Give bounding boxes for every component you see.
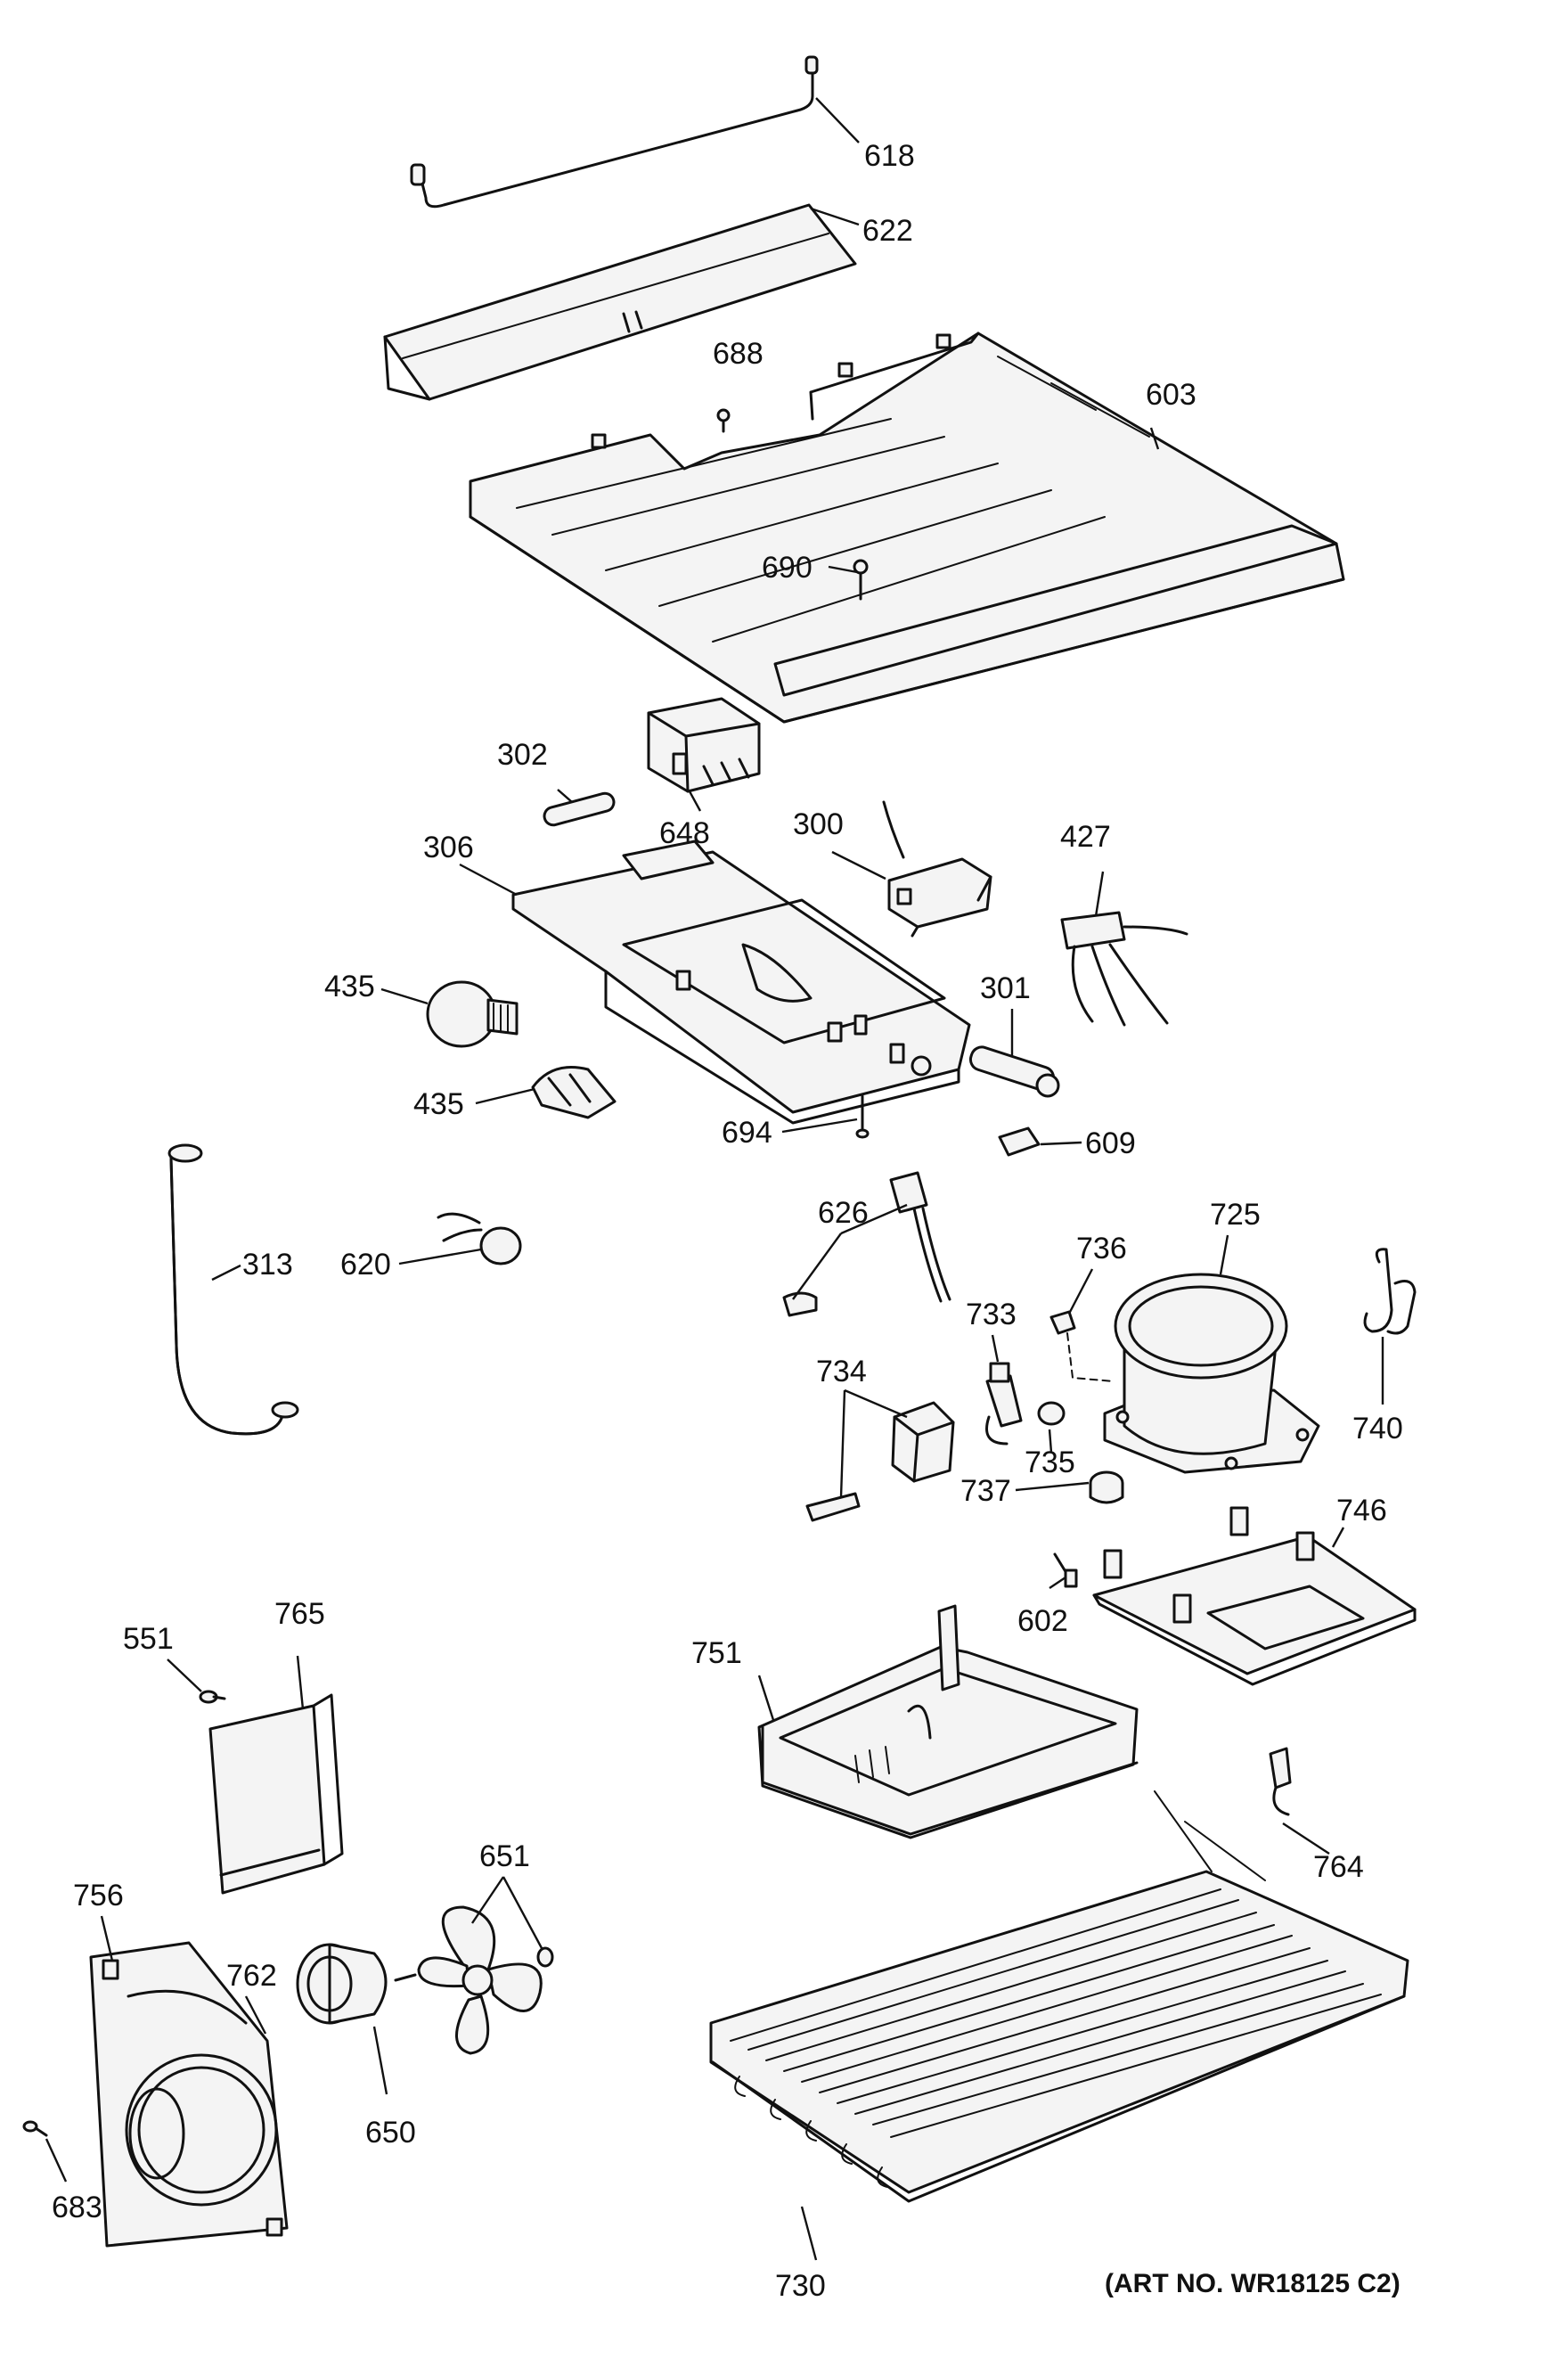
callout-648: 648 bbox=[659, 816, 710, 850]
callout-618: 618 bbox=[864, 139, 915, 173]
callout-306: 306 bbox=[423, 831, 474, 864]
callout-651: 651 bbox=[479, 1839, 530, 1873]
part-765-cover bbox=[208, 1693, 344, 1895]
callout-725: 725 bbox=[1210, 1198, 1261, 1232]
callout-626: 626 bbox=[818, 1196, 869, 1230]
part-306-housing bbox=[511, 840, 971, 1125]
part-300-thermostat bbox=[882, 800, 992, 938]
part-302-heater bbox=[543, 791, 616, 827]
callout-730: 730 bbox=[775, 2269, 826, 2303]
callout-740: 740 bbox=[1352, 1412, 1403, 1446]
callout-764: 764 bbox=[1313, 1850, 1364, 1884]
part-620-capacitor bbox=[437, 1212, 522, 1265]
part-622-channel bbox=[383, 203, 857, 401]
part-648-defrost-timer bbox=[647, 697, 761, 793]
callout-734: 734 bbox=[816, 1355, 867, 1388]
callout-735: 735 bbox=[1025, 1446, 1075, 1479]
part-740-hooks bbox=[1363, 1248, 1417, 1335]
callout-688: 688 bbox=[713, 337, 764, 371]
callout-602: 602 bbox=[1017, 1604, 1068, 1638]
callout-650: 650 bbox=[365, 2116, 416, 2150]
callout-609: 609 bbox=[1085, 1126, 1136, 1160]
part-626-power-cord bbox=[782, 1171, 951, 1317]
callout-300: 300 bbox=[793, 807, 844, 841]
callout-762: 762 bbox=[226, 1959, 277, 1993]
callout-620: 620 bbox=[340, 1248, 391, 1282]
callout-551: 551 bbox=[123, 1622, 174, 1656]
part-602-bolt bbox=[1053, 1552, 1078, 1588]
art-number: (ART NO. WR18125 C2) bbox=[1105, 2269, 1401, 2298]
callout-733: 733 bbox=[966, 1298, 1017, 1331]
part-734-relay-cover bbox=[805, 1401, 955, 1522]
part-737-grommet bbox=[1089, 1470, 1124, 1504]
part-751-drain-pan bbox=[757, 1604, 1139, 1839]
leader-lines bbox=[45, 97, 1384, 2261]
part-756-fan-shroud bbox=[89, 1941, 289, 2248]
part-694-screw bbox=[855, 1094, 870, 1139]
callout-737: 737 bbox=[960, 1474, 1011, 1508]
part-603-shelf bbox=[469, 332, 1345, 724]
part-764-clip bbox=[1269, 1747, 1292, 1816]
callout-622: 622 bbox=[862, 214, 913, 248]
callout-765: 765 bbox=[274, 1597, 325, 1631]
callout-746: 746 bbox=[1336, 1494, 1387, 1527]
callout-302: 302 bbox=[497, 738, 548, 772]
part-733-relay bbox=[985, 1362, 1023, 1446]
callout-301: 301 bbox=[980, 971, 1031, 1005]
part-301-plug bbox=[968, 1045, 1060, 1098]
part-736-clip bbox=[1049, 1310, 1115, 1382]
callout-labels: 618 622 688 603 690 302 648 300 306 427 … bbox=[52, 139, 1403, 2303]
callout-683: 683 bbox=[52, 2191, 102, 2224]
callout-736: 736 bbox=[1076, 1232, 1127, 1265]
part-435-socket bbox=[531, 1066, 617, 1119]
part-618-wire bbox=[410, 55, 819, 209]
part-688-screw bbox=[716, 408, 731, 433]
part-746-mounting-plate bbox=[1092, 1506, 1417, 1686]
callout-435a: 435 bbox=[324, 970, 375, 1003]
part-730-evaporator bbox=[709, 1790, 1409, 2203]
part-651-fan-blade bbox=[417, 1905, 554, 2055]
part-725-compressor bbox=[1103, 1273, 1320, 1474]
callout-435b: 435 bbox=[413, 1087, 464, 1121]
callout-756: 756 bbox=[73, 1879, 124, 1912]
part-650-fan-motor bbox=[296, 1943, 417, 2025]
part-690-screw bbox=[853, 559, 869, 601]
callout-690: 690 bbox=[762, 551, 813, 585]
part-735-overload bbox=[1037, 1401, 1066, 1426]
part-551-screw bbox=[199, 1690, 226, 1704]
part-609-switch bbox=[998, 1126, 1041, 1157]
callout-603: 603 bbox=[1146, 378, 1196, 412]
part-435-bulb bbox=[426, 980, 519, 1048]
callout-694: 694 bbox=[722, 1116, 772, 1150]
part-762-shroud bbox=[127, 1989, 248, 2025]
callout-751: 751 bbox=[691, 1636, 742, 1670]
callout-313: 313 bbox=[242, 1248, 293, 1282]
part-313-drain-tube bbox=[167, 1143, 299, 1436]
part-427-connector bbox=[1060, 911, 1188, 1027]
part-683-screw bbox=[22, 2120, 48, 2137]
callout-427: 427 bbox=[1060, 820, 1111, 854]
